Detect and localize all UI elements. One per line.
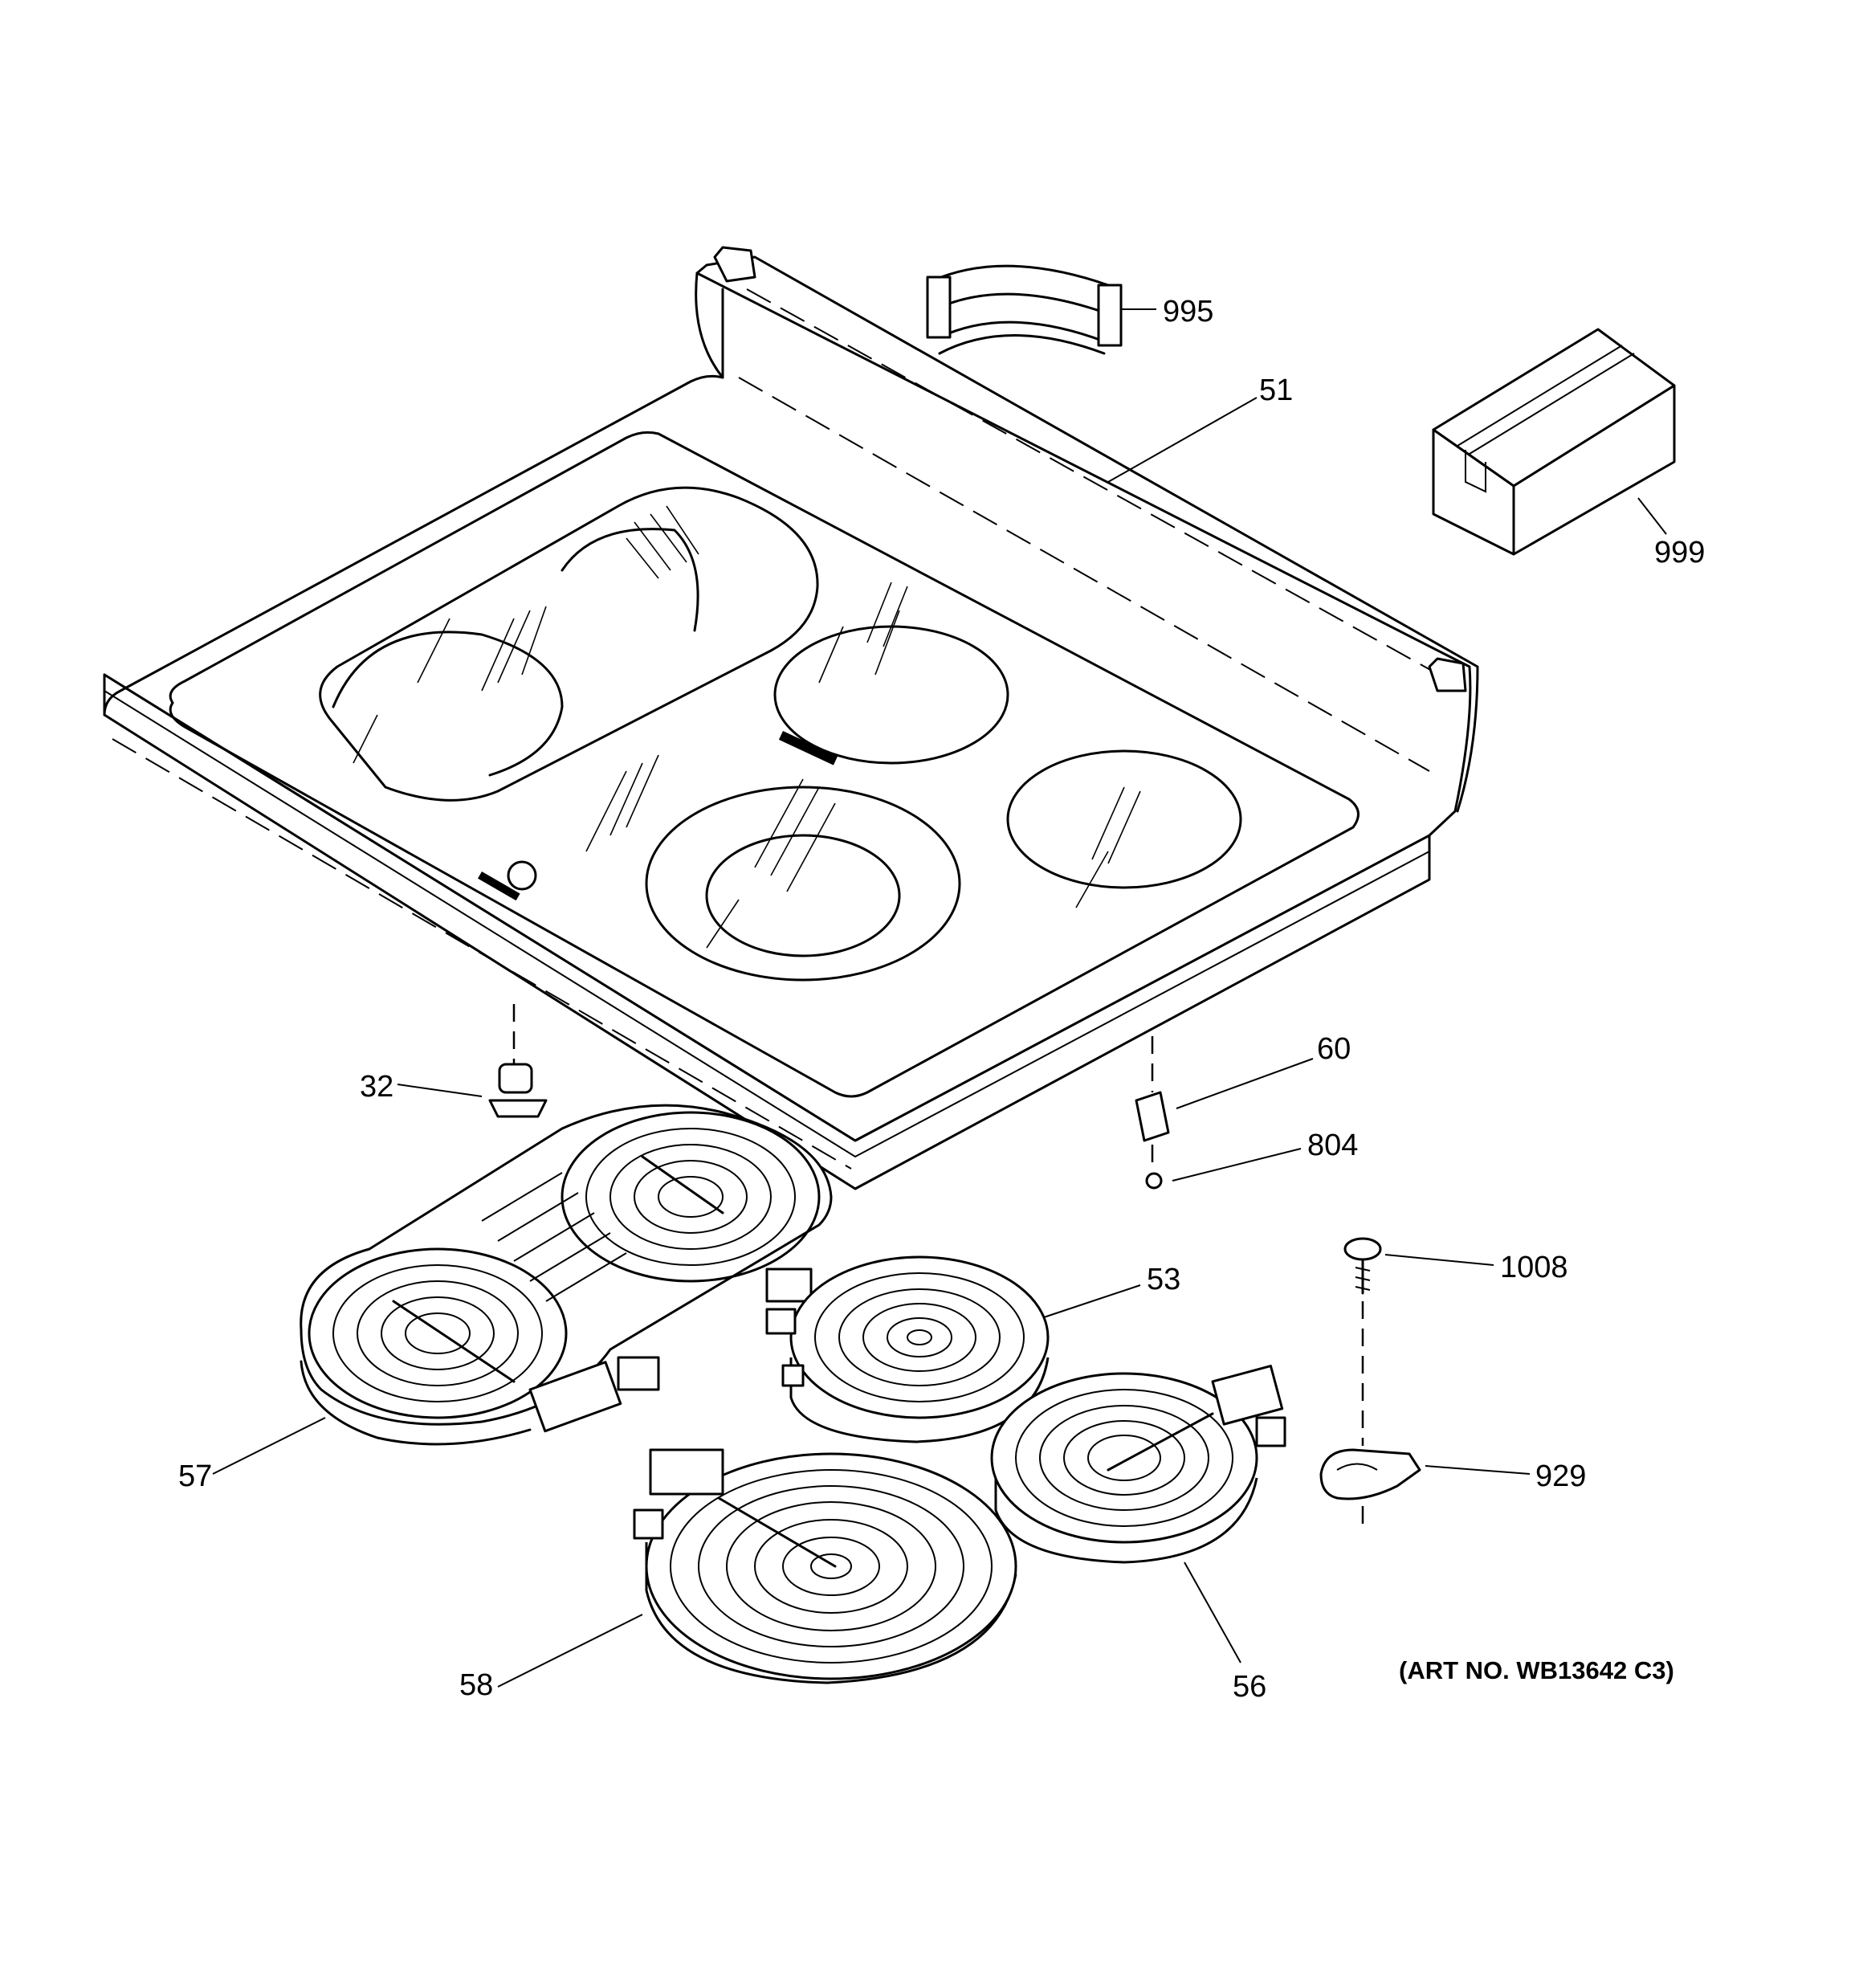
- callout-995: 995: [1163, 295, 1213, 329]
- callout-804: 804: [1307, 1129, 1358, 1162]
- callout-53: 53: [1147, 1263, 1180, 1296]
- art-number: (ART NO. WB13642 C3): [1399, 1656, 1674, 1684]
- callout-999: 999: [1654, 536, 1705, 569]
- callout-58: 58: [459, 1668, 493, 1702]
- clip-part-929: [1319, 1448, 1531, 1530]
- callout-929: 929: [1535, 1459, 1586, 1493]
- callout-57: 57: [178, 1459, 212, 1493]
- callout-1008: 1008: [1500, 1251, 1568, 1284]
- screw-part-804: [1145, 1145, 1302, 1190]
- element-part-53: [765, 1255, 1141, 1443]
- box-part-999: [1432, 328, 1676, 556]
- wire-harness-part-995: [926, 264, 1156, 355]
- callout-60: 60: [1317, 1032, 1351, 1066]
- callout-32: 32: [360, 1070, 393, 1104]
- screw-part-1008: [1343, 1237, 1494, 1446]
- sensor-part-32: [397, 1004, 548, 1118]
- bracket-part-60: [1135, 1036, 1314, 1142]
- callout-56: 56: [1233, 1670, 1266, 1704]
- element-part-58: [497, 1448, 1017, 1688]
- dual-element-part-57: [212, 1104, 833, 1475]
- callout-51: 51: [1259, 374, 1293, 407]
- cooktop-glass-part-51: [103, 246, 1479, 1190]
- element-part-56: [990, 1365, 1286, 1663]
